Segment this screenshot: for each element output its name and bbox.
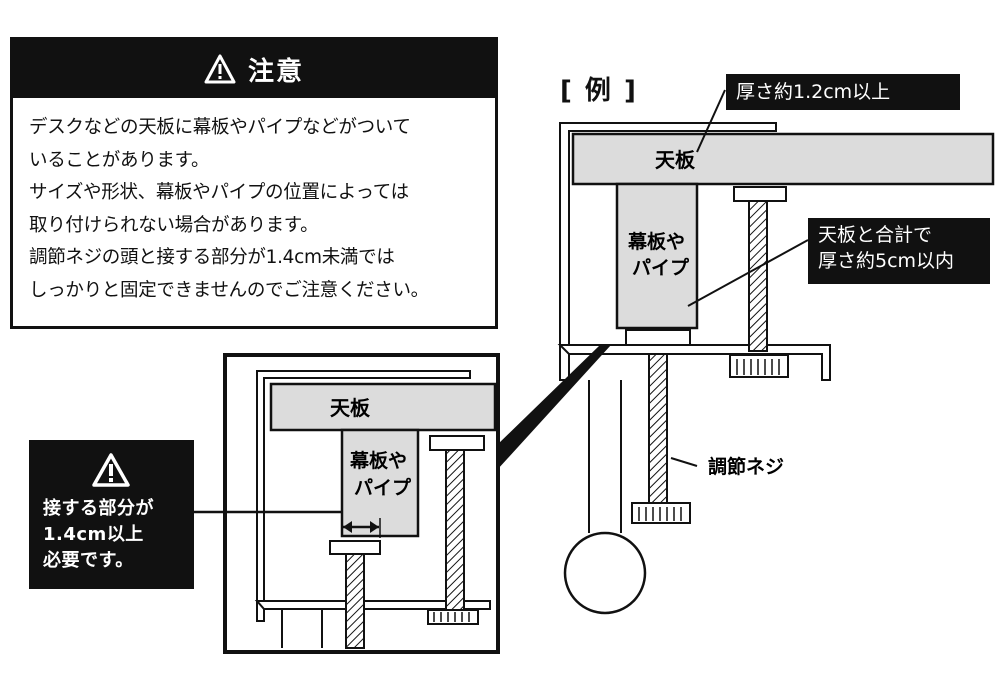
caution-line: 取り付けられない場合があります。 bbox=[29, 214, 319, 236]
tabletop-label: 天板 bbox=[655, 148, 696, 172]
apron-label: 幕板や bbox=[627, 230, 685, 253]
contact-note-panel: 接する部分が 1.4cm以上 必要です。 bbox=[29, 440, 194, 589]
combined-leader bbox=[687, 239, 809, 307]
caution-header: 注意 bbox=[13, 40, 495, 98]
example-drawing: 天板 幕板や パイプ 調節ネジ bbox=[497, 89, 995, 615]
warning-triangle-icon bbox=[92, 453, 130, 487]
contact-note-line: 必要です。 bbox=[43, 550, 134, 571]
detail-tabletop-label: 天板 bbox=[330, 396, 371, 420]
detail-adjusting-screw bbox=[345, 553, 365, 649]
thickness-leader bbox=[696, 89, 726, 153]
detail-tabletop bbox=[269, 382, 497, 432]
combined-note-line: 厚さ約5cm以内 bbox=[818, 250, 955, 272]
example-label: [ 例 ] bbox=[560, 76, 638, 106]
caution-line: しっかりと固定できませんのでご注意ください。 bbox=[29, 279, 429, 301]
detail-upper-screw bbox=[445, 449, 465, 611]
tabletop-panel bbox=[571, 132, 995, 186]
contact-note-line: 1.4cm以上 bbox=[43, 524, 144, 545]
apron-panel bbox=[615, 182, 699, 330]
detail-apron-label: パイプ bbox=[354, 476, 412, 499]
detail-apron-label: 幕板や bbox=[349, 449, 407, 472]
adjusting-screw bbox=[648, 353, 668, 505]
screw-leader bbox=[670, 457, 698, 467]
clamp-frame-top bbox=[559, 122, 777, 381]
contact-note-line: 接する部分が bbox=[43, 498, 154, 519]
upper-screw bbox=[748, 200, 768, 352]
clamp-frame-bottom bbox=[557, 344, 831, 381]
caution-line: サイズや形状、幕板やパイプの位置によっては bbox=[29, 182, 409, 203]
caution-panel: 注意 デスクなどの天板に幕板やパイプなどがついて いることがあります。 サイズや… bbox=[10, 37, 498, 329]
contact-note-text: 接する部分が 1.4cm以上 必要です。 bbox=[43, 496, 154, 574]
warning-triangle-icon bbox=[204, 54, 236, 84]
detail-screw-head bbox=[329, 540, 381, 555]
caution-text: デスクなどの天板に幕板やパイプなどがついて いることがあります。 サイズや形状、… bbox=[29, 112, 489, 307]
screw-label: 調節ネジ bbox=[708, 455, 784, 478]
screw-cap bbox=[733, 186, 787, 202]
caution-line: デスクなどの天板に幕板やパイプなどがついて bbox=[29, 117, 411, 138]
caution-line: 調節ネジの頭と接する部分が1.4cm未満では bbox=[29, 247, 395, 268]
apron-label: パイプ bbox=[632, 256, 690, 279]
thickness-note: 厚さ約1.2cm以上 bbox=[726, 74, 960, 110]
caution-line: いることがあります。 bbox=[29, 149, 210, 171]
combined-note-line: 天板と合計で bbox=[818, 224, 933, 246]
caution-title: 注意 bbox=[247, 56, 304, 87]
combined-thickness-note: 天板と合計で 厚さ約5cm以内 bbox=[808, 218, 990, 284]
detail-drawing: 天板 幕板や パイプ bbox=[194, 353, 500, 654]
lower-cap bbox=[625, 329, 691, 346]
clamp-ball bbox=[563, 531, 647, 615]
zoom-connector bbox=[497, 345, 611, 470]
